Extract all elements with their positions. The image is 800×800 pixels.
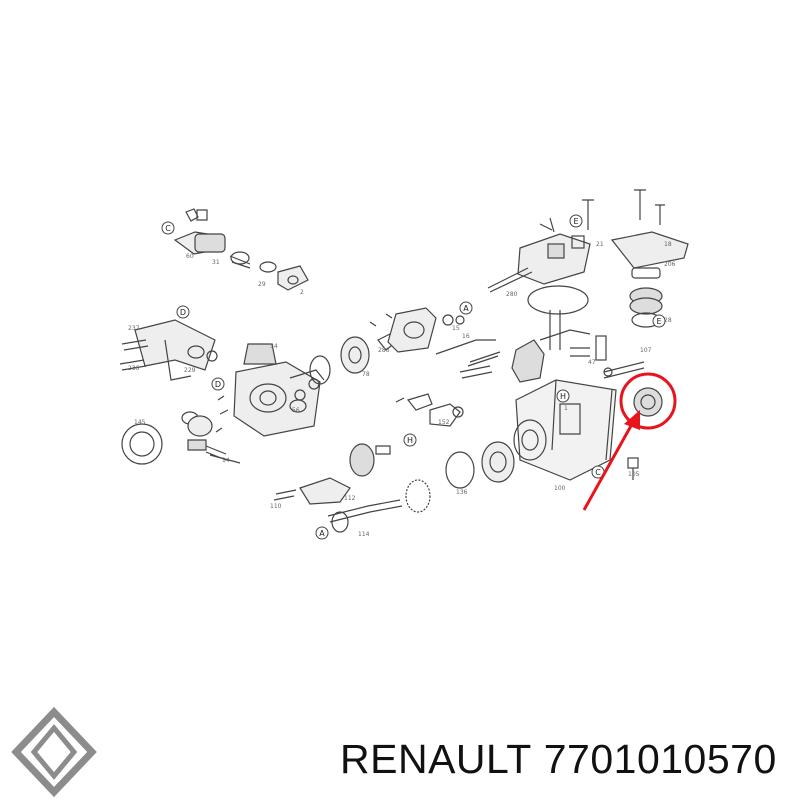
- center-pump-mechanism: [459, 329, 645, 383]
- callout-letter: D: [180, 308, 186, 317]
- callout-h-body: H: [556, 389, 570, 403]
- svg-text:107: 107: [640, 347, 652, 354]
- left-bracket-assembly: [119, 319, 218, 381]
- svg-text:60: 60: [186, 253, 194, 260]
- brand-name: RENAULT: [340, 736, 532, 782]
- callout-letter: H: [407, 436, 413, 445]
- highlight-arrow-shaft: [582, 423, 634, 511]
- svg-text:34: 34: [270, 343, 278, 350]
- callout-letter: D: [215, 380, 221, 389]
- svg-text:29: 29: [258, 281, 266, 288]
- callout-a-bottom: A: [315, 526, 329, 540]
- callout-letter: C: [165, 224, 171, 233]
- callout-d-center: D: [211, 377, 225, 391]
- callout-letter: H: [560, 392, 566, 401]
- callout-letter: A: [463, 304, 469, 313]
- top-center-right-assembly: [487, 189, 689, 350]
- callout-letter: E: [573, 217, 578, 226]
- svg-text:229: 229: [184, 367, 196, 374]
- svg-text:1: 1: [564, 405, 568, 412]
- callout-letter: C: [595, 468, 601, 477]
- main-pump-body: [395, 379, 617, 481]
- center-left-housing: [215, 343, 325, 437]
- renault-logo: [11, 706, 97, 798]
- highlight-circle: [619, 372, 677, 430]
- svg-text:28: 28: [664, 317, 672, 324]
- svg-text:136: 136: [456, 489, 468, 496]
- callout-h-bottom: H: [403, 433, 417, 447]
- callout-c-body: C: [591, 465, 605, 479]
- svg-text:47: 47: [588, 359, 596, 366]
- svg-text:31: 31: [212, 259, 220, 266]
- svg-text:100: 100: [554, 485, 566, 492]
- svg-text:145: 145: [134, 419, 146, 426]
- svg-text:21: 21: [596, 241, 604, 248]
- svg-text:112: 112: [344, 495, 356, 502]
- callout-c-top: C: [161, 221, 175, 235]
- svg-text:16: 16: [462, 333, 470, 340]
- callout-letter: E: [656, 317, 661, 326]
- highlight-marker: [582, 372, 677, 511]
- svg-text:114: 114: [358, 531, 370, 538]
- svg-text:286: 286: [378, 347, 390, 354]
- highlight-arrow-head: [624, 410, 640, 430]
- bottom-gear-assembly: [273, 441, 515, 533]
- part-caption: RENAULT 7701010570: [340, 736, 790, 786]
- svg-text:236: 236: [128, 365, 140, 372]
- callout-e-top: E: [569, 214, 583, 228]
- right-fastener-hardware: [603, 367, 663, 480]
- top-left-assembly: [173, 208, 309, 291]
- center-disk-assembly: [309, 307, 496, 385]
- svg-text:18: 18: [664, 241, 672, 248]
- callout-letter: A: [319, 529, 325, 538]
- svg-text:206: 206: [664, 261, 676, 268]
- svg-text:14: 14: [222, 457, 230, 464]
- svg-text:56: 56: [292, 407, 300, 414]
- svg-text:78: 78: [362, 371, 370, 378]
- svg-text:105: 105: [628, 471, 640, 478]
- part-number: 7701010570: [543, 736, 777, 782]
- svg-text:280: 280: [506, 291, 518, 298]
- svg-text:110: 110: [270, 503, 282, 510]
- callout-a-top: A: [459, 301, 473, 315]
- drive-shaft-assembly: [121, 411, 241, 465]
- callout-e-right: E: [652, 314, 666, 328]
- svg-text:15: 15: [452, 325, 460, 332]
- svg-text:152: 152: [438, 419, 450, 426]
- part-number-tags: 60 31 29 2 237 236 229 34 56 78 286 15 16 280 2…: [128, 241, 676, 538]
- svg-text:2: 2: [300, 289, 304, 296]
- callout-d-left: D: [176, 305, 190, 319]
- svg-text:237: 237: [128, 325, 140, 332]
